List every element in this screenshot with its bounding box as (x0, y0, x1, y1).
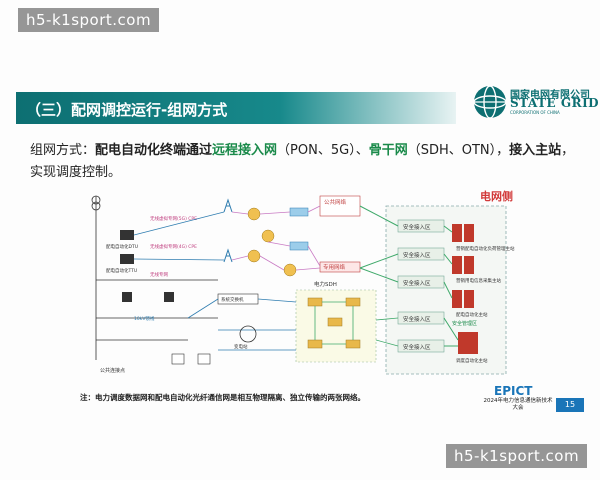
network-diagram: 电网侧 安全接入区 安全接入区 安全接入区 安全接入区 安全接入区 营销配电自动… (91, 190, 515, 375)
body-p3: （PON、5G）、 (277, 143, 369, 158)
system-switch-label: 系统交换机 (221, 296, 244, 303)
dtu-label: 配电自动化DTU (106, 243, 138, 250)
footer-brand: EPICT (494, 380, 532, 399)
private-net-label: 专用网络 (323, 263, 346, 271)
body-p5: （SDH、OTN）， (407, 143, 510, 158)
feeder-label: 10kV馈线 (134, 315, 155, 322)
state-grid-logo-icon (473, 85, 507, 119)
master-station-servers: 营销配电自动化负荷管理主站 营销用电信息采集主站 配电自动化主站 安全管理区 调… (452, 224, 515, 364)
body-p2: 远程接入网 (212, 143, 278, 158)
public-net-label: 公共网络 (324, 198, 347, 206)
diagram-note: 注：电力调度数据网和配电自动化光纤通信网是相互物理隔离、独立传输的两张网络。 (80, 393, 365, 402)
body-p6: 接入主站 (509, 143, 562, 158)
terminal-icons (120, 230, 211, 365)
station-1-label: 营销配电自动化负荷管理主站 (456, 245, 515, 252)
optical-links (133, 211, 297, 351)
body-p7: ，实现调度控制。 (30, 143, 575, 180)
zone-5-label: 安全接入区 (403, 343, 431, 351)
backbone-lines (359, 205, 459, 347)
cpe3-label: 无线专网 (150, 271, 168, 278)
public-connect-label: 公共连接点 (100, 367, 125, 374)
grid-side-label: 电网侧 (480, 190, 513, 203)
body-paragraph: 组网方式：配电自动化终端通过远程接入网（PON、5G）、骨干网（SDH、OTN）… (30, 140, 580, 184)
station-3-label: 配电自动化主站 (456, 311, 488, 318)
safe-zone-boxes: 安全接入区 安全接入区 安全接入区 安全接入区 安全接入区 (397, 219, 445, 353)
sdh-label: 电力SDH (314, 280, 337, 288)
footer-org: 2024年电力信息通信新技术大会 (483, 398, 553, 411)
logo-sub: CORPORATION OF CHINA (510, 110, 560, 115)
footer-brand-text: EPICT (494, 384, 533, 398)
logo-name-cn: 国家电网有限公司 (510, 90, 590, 101)
transformer-icon (91, 195, 101, 211)
public-net-box (319, 195, 361, 217)
zone-1-label: 安全接入区 (403, 223, 431, 231)
station-4-label: 调度自动化主站 (456, 357, 488, 364)
sdh-ring-lines (314, 301, 399, 347)
body-prefix: 组网方式： (30, 143, 96, 158)
cpe2-label: 无线虚拟专网(4G) CPE (150, 243, 197, 250)
ttu-label: 配电自动化TTU (106, 267, 137, 274)
core-node-icons (247, 207, 309, 277)
wireless-tower-icons (223, 198, 233, 263)
zone-3-label: 安全接入区 (403, 279, 431, 287)
wireless-links (231, 205, 321, 271)
page-number: 15 (556, 398, 584, 412)
private-net-box (319, 261, 361, 273)
station-2-label: 营销用电信息采集主站 (456, 277, 501, 284)
cpe1-label: 无线虚拟专网(5G) CPE (150, 215, 197, 222)
logo-name-en: STATE GRID (510, 96, 600, 110)
safe-zone-manage-label: 安全管理区 (452, 320, 477, 327)
distribution-feeder-lines (95, 196, 218, 360)
watermark-bottom: h5-k1sport.com (446, 444, 588, 468)
section-title: （三）配网调控运行-组网方式 (26, 101, 228, 119)
station-ring-icon (239, 325, 257, 343)
section-title-bar (16, 92, 456, 124)
body-p4: 骨干网 (368, 143, 408, 158)
zone-4-label: 安全接入区 (403, 315, 431, 323)
body-p1: 配电自动化终端通过 (95, 143, 213, 158)
watermark-top: h5-k1sport.com (18, 8, 160, 32)
zone-2-label: 安全接入区 (403, 251, 431, 259)
station-label: 变电站 (234, 343, 248, 350)
